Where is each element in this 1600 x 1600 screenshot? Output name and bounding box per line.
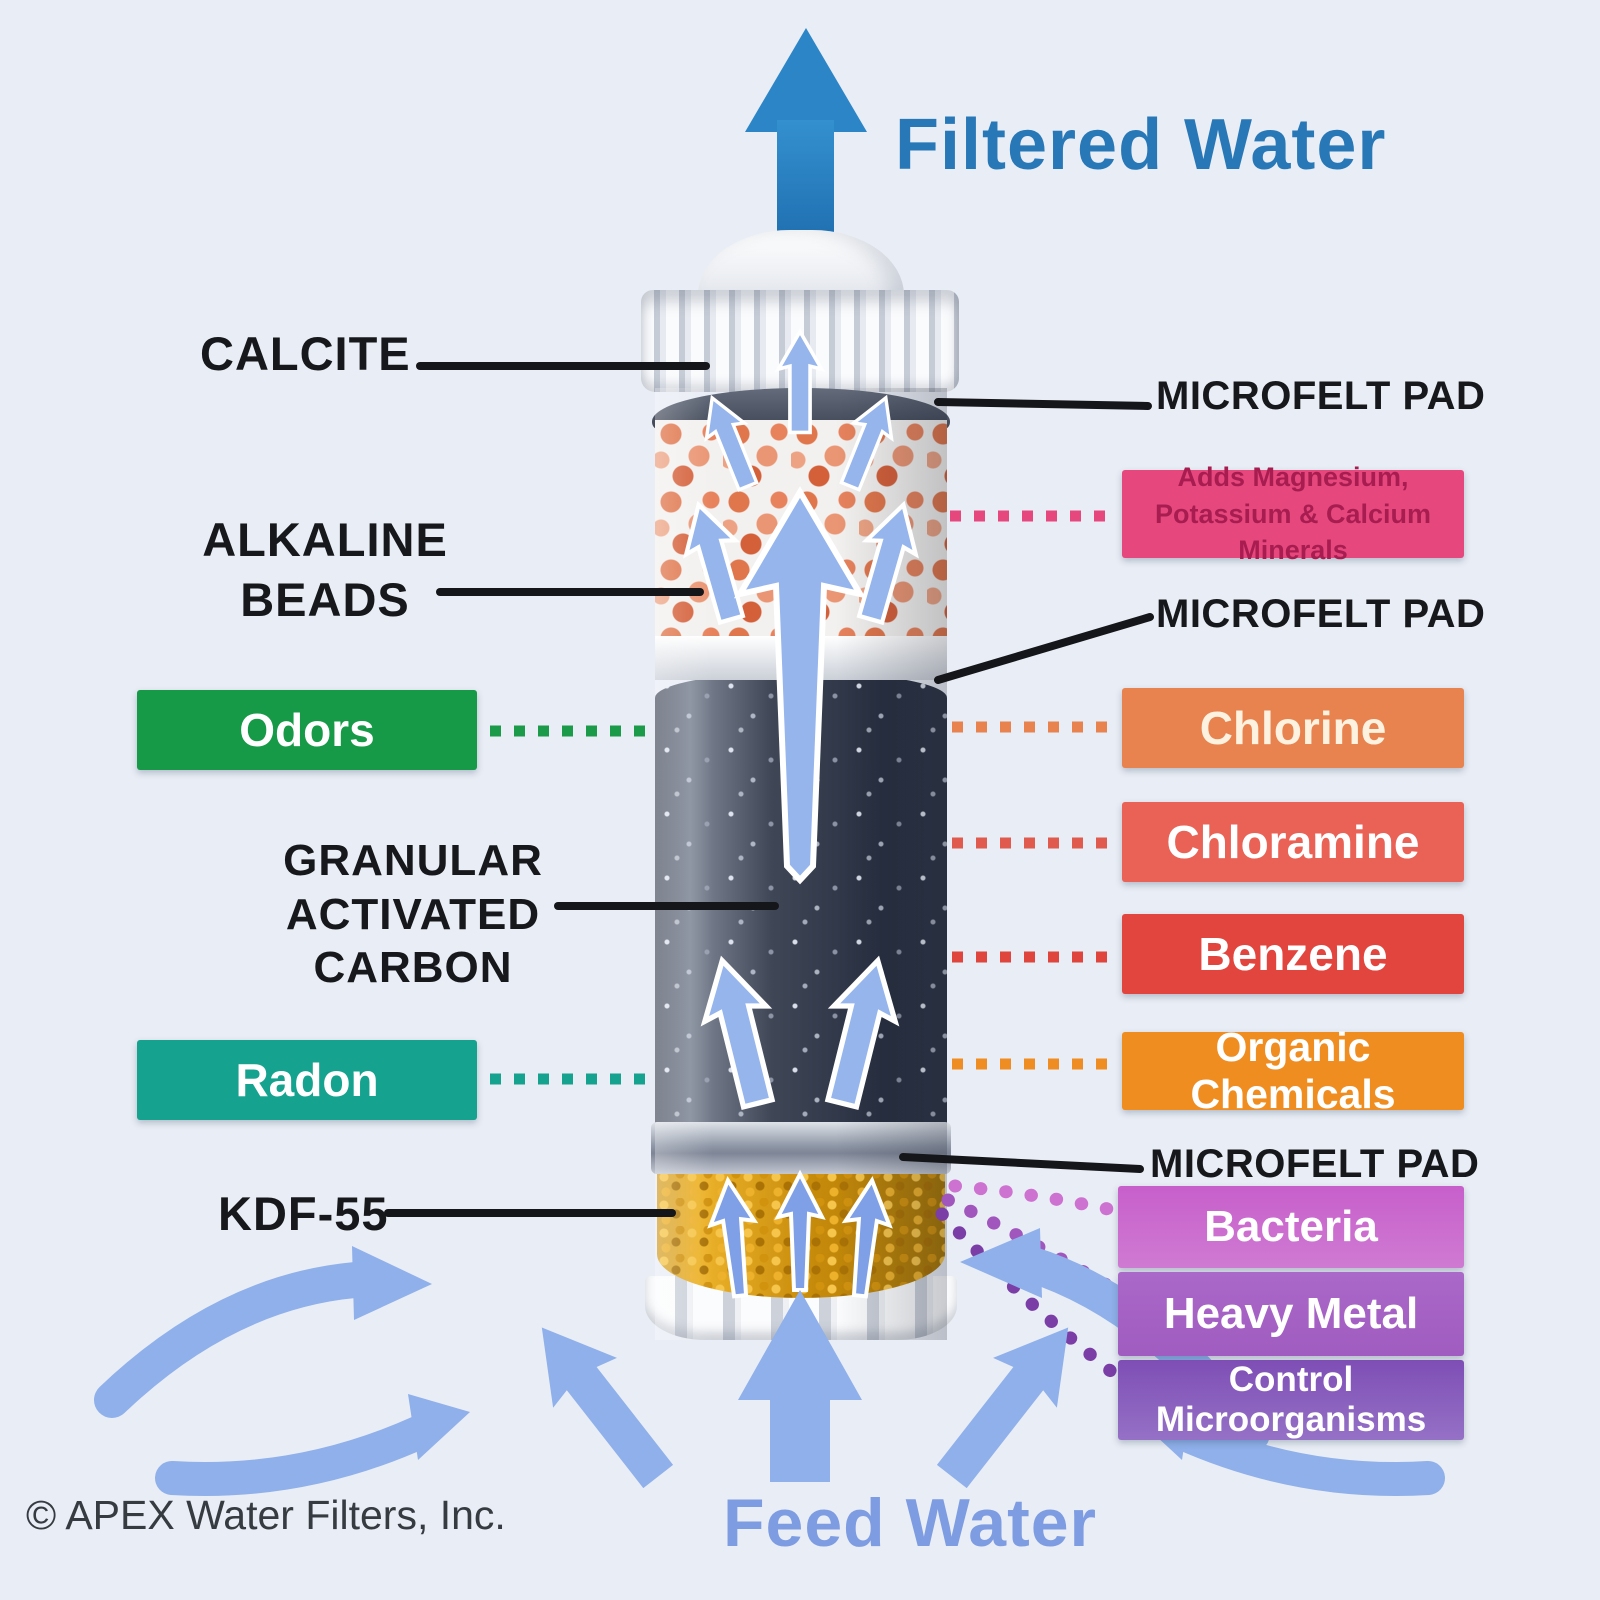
up-arrow-icon xyxy=(812,953,909,1111)
up-arrow-icon xyxy=(846,498,928,626)
granular-activated-carbon-label: GRANULAR ACTIVATED CARBON xyxy=(283,836,543,993)
bacteria-dots xyxy=(948,1179,1129,1219)
microfelt-top-line xyxy=(934,398,1152,410)
up-arrow-icon xyxy=(692,953,789,1111)
control-microorganisms-dots xyxy=(935,1207,1129,1387)
filtered-water-label: Filtered Water xyxy=(895,105,1387,185)
microfelt-pad-bottom-layer xyxy=(651,1122,951,1174)
up-arrow-icon xyxy=(836,1176,896,1300)
control-microorganisms-box: Control Microorganisms xyxy=(1118,1360,1464,1440)
microfelt-middle-line xyxy=(934,613,1154,684)
feed-far-right-arrowhead xyxy=(960,1228,1042,1298)
chlorine-box: Chlorine xyxy=(1122,688,1464,768)
kdf-55-label: KDF-55 xyxy=(218,1187,389,1240)
arrow-shaft xyxy=(777,120,834,242)
alkaline-beads-label: ALKALINE BEADS xyxy=(202,513,448,627)
organic-chemicals-box: Organic Chemicals xyxy=(1122,1024,1464,1117)
microfelt-pad-top-label: MICROFELT PAD xyxy=(1156,374,1486,418)
dotted-connectors xyxy=(490,510,1118,1085)
radon-box: Radon xyxy=(137,1040,477,1120)
feed-bottom-right-swoosh xyxy=(1163,1415,1445,1497)
chloramine-box: Chloramine xyxy=(1122,802,1464,882)
up-arrow-icon xyxy=(704,1176,764,1300)
heavy-metal-box: Heavy Metal xyxy=(1118,1272,1464,1356)
feed-bottom-left-swoosh xyxy=(155,1415,437,1497)
up-arrow-icon xyxy=(776,1172,824,1292)
feed-far-left-swoosh xyxy=(94,1262,373,1418)
bacteria-box: Bacteria xyxy=(1118,1186,1464,1268)
feed-bottom-left-arrowhead xyxy=(408,1394,470,1460)
copyright-text: © APEX Water Filters, Inc. xyxy=(26,1492,506,1538)
up-arrow-icon xyxy=(691,388,769,496)
internal-flow-arrows xyxy=(674,329,928,1111)
microfelt-pad-middle-label: MICROFELT PAD xyxy=(1156,592,1486,636)
odors-box: Odors xyxy=(137,690,477,770)
benzene-box: Benzene xyxy=(1122,914,1464,994)
feed-water-label: Feed Water xyxy=(722,1485,1097,1561)
up-arrow-icon xyxy=(776,329,824,435)
arrow-head xyxy=(745,28,867,132)
up-arrow-icon xyxy=(674,498,756,626)
feed-center-arrow-icon xyxy=(738,1290,862,1482)
pointer-lines xyxy=(384,362,1154,1217)
kdf-flow-arrows xyxy=(704,1172,896,1300)
big-center-up-arrow-icon xyxy=(733,486,867,885)
feed-far-left-arrowhead xyxy=(352,1246,432,1320)
minerals-box: Adds Magnesium, Potassium & Calcium Mine… xyxy=(1122,462,1464,565)
calcite-label: CALCITE xyxy=(200,327,411,380)
microfelt-bottom-line xyxy=(899,1153,1144,1173)
microfelt-pad-bottom-label: MICROFELT PAD xyxy=(1150,1142,1480,1186)
up-arrow-icon xyxy=(829,388,907,496)
feed-left-arrow-icon xyxy=(509,1302,691,1502)
